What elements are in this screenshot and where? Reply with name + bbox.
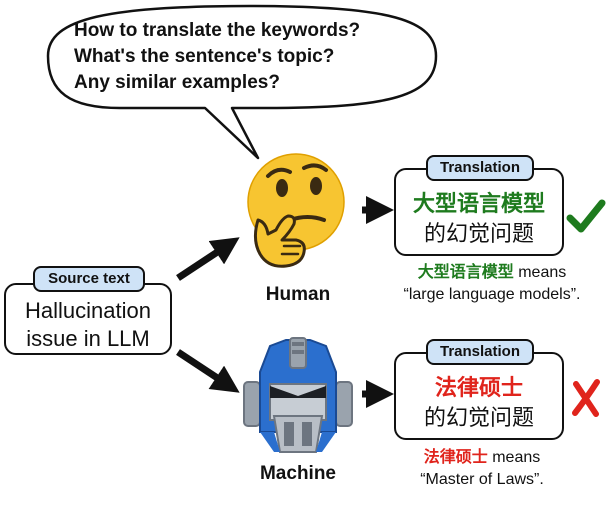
arrow-to-machine [176, 349, 240, 393]
human-translation-tag: Translation [426, 155, 534, 181]
bubble-line: What's the sentence's topic? [74, 46, 335, 67]
human-caption-line2: “large language models”. [403, 286, 581, 303]
human-caption-means: means [513, 264, 567, 281]
arrow-to-human [176, 237, 240, 281]
source-text-box: Hallucination issue in LLM [4, 283, 172, 355]
robot-head-icon [243, 337, 353, 453]
machine-label: Machine [259, 463, 337, 484]
source-line-2: issue in LLM [26, 326, 150, 351]
source-text-tag: Source text [33, 266, 145, 292]
human-translation-box: 大型语言模型 的幻觉问题 [394, 168, 564, 256]
source-text: Hallucination issue in LLM [6, 297, 170, 353]
human-translation-rest: 的幻觉问题 [423, 221, 534, 246]
human-caption: 大型语言模型 means “large language models”. [376, 262, 608, 306]
machine-caption-line2: “Master of Laws”. [420, 471, 544, 488]
bubble-line: How to translate the keywords? [74, 20, 361, 41]
machine-translation-keyword: 法律硕士 [434, 375, 523, 400]
machine-translation-rest: 的幻觉问题 [423, 405, 534, 430]
human-label: Human [265, 284, 331, 305]
bubble-questions: How to translate the keywords? What's th… [74, 18, 434, 96]
human-translation-keyword: 大型语言模型 [412, 191, 545, 216]
source-line-1: Hallucination [25, 298, 151, 323]
machine-caption-keyword: 法律硕士 [423, 449, 488, 466]
machine-caption: 法律硕士 means “Master of Laws”. [366, 447, 598, 491]
machine-translation-tag: Translation [426, 339, 534, 365]
check-mark-icon [566, 199, 606, 233]
human-caption-keyword: 大型语言模型 [417, 264, 514, 281]
cross-mark-icon [572, 379, 600, 417]
bubble-line: Any similar examples? [74, 72, 280, 93]
machine-caption-means: means [487, 449, 541, 466]
thinking-face-icon [247, 153, 345, 268]
machine-translation-box: 法律硕士 的幻觉问题 [394, 352, 564, 440]
